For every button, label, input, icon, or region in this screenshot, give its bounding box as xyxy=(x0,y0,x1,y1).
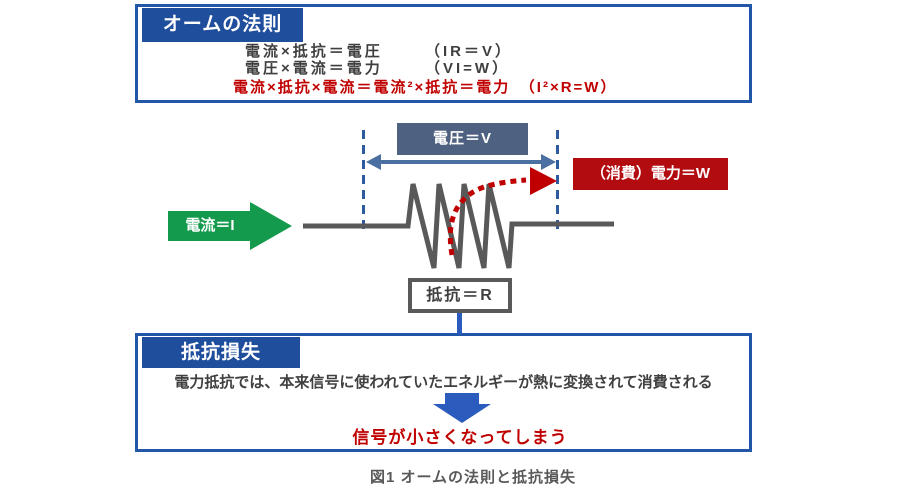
ohm-law-title-tab: オームの法則 xyxy=(142,8,303,42)
power-flow-dotted-arrow xyxy=(447,177,527,256)
voltage-label-box: 電圧＝V xyxy=(397,123,528,155)
resistance-loss-description: 電力抵抗では、本来信号に使われていたエネルギーが熱に変換されて消費される xyxy=(174,374,713,391)
resistance-loss-conclusion: 信号が小さくなってしまう xyxy=(352,428,568,447)
power-flow-arrowhead-icon xyxy=(530,167,557,195)
formula-power-highlight: 電流×抵抗×電流＝電流²×抵抗＝電力 （I²×R=W） xyxy=(233,79,618,96)
figure-caption: 図1 オームの法則と抵抗損失 xyxy=(370,469,577,486)
resistor-symbol xyxy=(303,183,614,269)
down-arrow-icon xyxy=(433,393,491,423)
current-label: 電流＝I xyxy=(185,217,235,234)
resistance-label-box: 抵抗＝R xyxy=(408,278,512,313)
voltage-arrowhead-left-icon xyxy=(366,154,381,170)
formula-voltage-current-power: 電圧×電流＝電力 xyxy=(245,60,383,77)
consumed-power-label-box: （消費）電力＝W xyxy=(573,158,728,190)
formula-ir-v: （IR＝V） xyxy=(425,43,514,60)
resistance-loss-title-tab: 抵抗損失 xyxy=(142,337,300,368)
formula-current-resistance-voltage: 電流×抵抗＝電圧 xyxy=(245,43,383,60)
voltage-arrowhead-right-icon xyxy=(541,154,556,170)
formula-vi-w: （VI=W） xyxy=(425,60,511,77)
current-arrow-icon xyxy=(168,202,292,250)
